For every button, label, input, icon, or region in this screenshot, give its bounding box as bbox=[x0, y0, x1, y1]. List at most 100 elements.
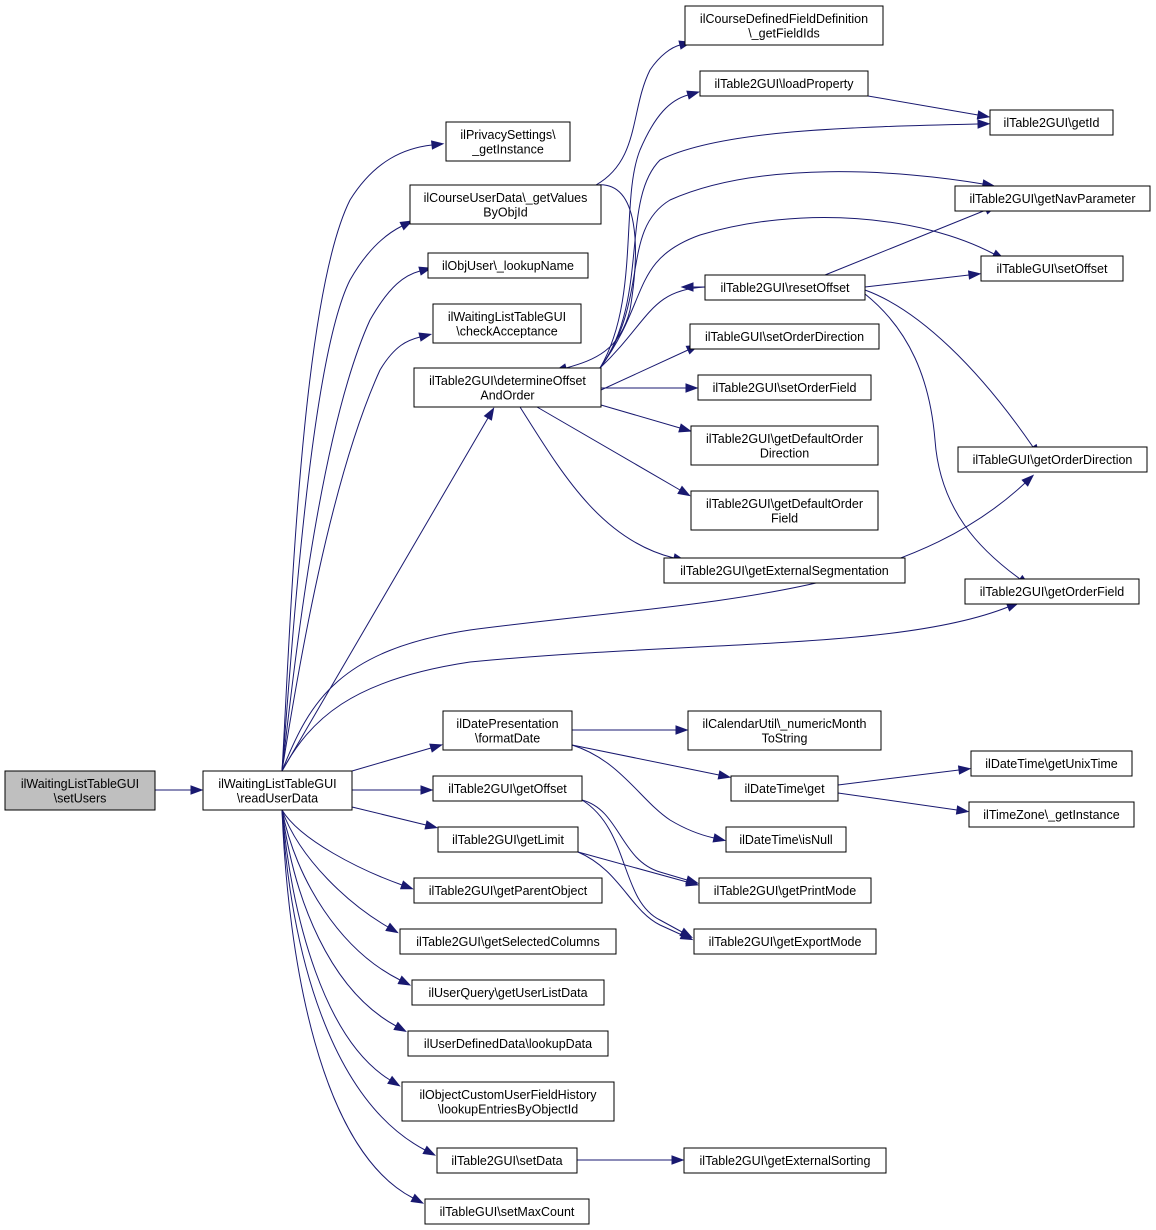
edge-arrowhead bbox=[977, 119, 991, 129]
node-box bbox=[957, 446, 1148, 473]
edge-line bbox=[281, 809, 414, 1199]
node-label-line: \checkAcceptance bbox=[456, 324, 557, 338]
node-label-line: AndOrder bbox=[480, 388, 534, 402]
node-box bbox=[437, 826, 579, 853]
node-box bbox=[683, 1147, 887, 1174]
edge-readUserData-to-getUserListData bbox=[281, 809, 412, 986]
node-label-line: ilWaitingListTableGUI bbox=[448, 310, 566, 324]
node-readUserData[interactable]: ilWaitingListTableGUI\readUserData bbox=[202, 770, 353, 811]
edge-line bbox=[577, 851, 688, 883]
node-box bbox=[4, 770, 156, 811]
node-box bbox=[401, 1081, 615, 1122]
node-label-line: ilDateTime\get bbox=[744, 782, 825, 796]
edge-determineOffset-to-loadProperty bbox=[599, 90, 701, 369]
node-box bbox=[730, 775, 839, 802]
node-setOrderDirection[interactable]: ilTableGUI\setOrderDirection bbox=[689, 323, 880, 350]
edge-formatDate-to-dateTimeGet bbox=[571, 744, 732, 780]
node-getUserListData[interactable]: ilUserQuery\getUserListData bbox=[411, 979, 605, 1006]
edge-arrowhead bbox=[424, 820, 439, 830]
node-setData[interactable]: ilTable2GUI\setData bbox=[436, 1147, 578, 1174]
edge-arrowhead bbox=[680, 282, 694, 292]
edge-determineOffset-to-getExternalSegmentation bbox=[519, 406, 687, 563]
node-label-line: ilTimeZone\_getInstance bbox=[983, 808, 1119, 822]
node-getLimit[interactable]: ilTable2GUI\getLimit bbox=[437, 826, 579, 853]
node-label-line: ilTable2GUI\getOrderField bbox=[980, 585, 1125, 599]
node-getOrderField[interactable]: ilTable2GUI\getOrderField bbox=[964, 578, 1140, 605]
node-box bbox=[725, 826, 847, 853]
node-box bbox=[964, 578, 1140, 605]
edge-loadProperty-to-getId bbox=[867, 95, 991, 120]
node-dateTimeGet[interactable]: ilDateTime\get bbox=[730, 775, 839, 802]
node-setOffset[interactable]: ilTableGUI\setOffset bbox=[980, 255, 1124, 282]
node-box bbox=[436, 1147, 578, 1174]
node-getExternalSorting[interactable]: ilTable2GUI\getExternalSorting bbox=[683, 1147, 887, 1174]
node-getExportMode[interactable]: ilTable2GUI\getExportMode bbox=[693, 928, 877, 955]
node-label-line: ilTable2GUI\getDefaultOrder bbox=[706, 497, 863, 511]
node-label-line: _getInstance bbox=[471, 142, 544, 156]
node-setOrderField[interactable]: ilTable2GUI\setOrderField bbox=[697, 374, 872, 401]
node-box bbox=[432, 775, 583, 802]
node-getNavParameter[interactable]: ilTable2GUI\getNavParameter bbox=[954, 185, 1151, 212]
node-box bbox=[699, 70, 869, 97]
node-box bbox=[968, 801, 1135, 828]
node-box bbox=[442, 710, 573, 751]
edge-resetOffset-to-setOffset bbox=[864, 270, 982, 288]
edge-dateTimeGet-to-getUnixTime bbox=[837, 765, 972, 786]
node-checkAcceptance[interactable]: ilWaitingListTableGUI\checkAcceptance bbox=[432, 303, 582, 344]
node-label-line: ilTable2GUI\getPrintMode bbox=[714, 884, 856, 898]
node-label-line: ToString bbox=[762, 731, 808, 745]
edge-setData-to-getExternalSorting bbox=[577, 1155, 685, 1165]
node-loadProperty[interactable]: ilTable2GUI\loadProperty bbox=[699, 70, 869, 97]
edge-readUserData-to-getOrderDirection bbox=[281, 474, 1035, 772]
node-getOrderDirection[interactable]: ilTableGUI\getOrderDirection bbox=[957, 446, 1148, 473]
node-box bbox=[954, 185, 1151, 212]
node-getUnixTime[interactable]: ilDateTime\getUnixTime bbox=[970, 750, 1133, 777]
node-label-line: ilTableGUI\setOffset bbox=[997, 262, 1108, 276]
edge-arrowhead bbox=[678, 423, 692, 433]
node-box bbox=[704, 274, 866, 301]
node-courseFieldIds[interactable]: ilCourseDefinedFieldDefinition\_getField… bbox=[684, 5, 884, 46]
edge-line bbox=[281, 144, 433, 772]
node-label-line: ilTable2GUI\setData bbox=[451, 1154, 562, 1168]
edge-arrowhead bbox=[410, 1193, 425, 1204]
node-resetOffset[interactable]: ilTable2GUI\resetOffset bbox=[704, 274, 866, 301]
node-label-line: ilTable2GUI\determineOffset bbox=[429, 374, 586, 388]
edge-line bbox=[565, 184, 636, 369]
node-lookupName[interactable]: ilObjUser\_lookupName bbox=[427, 252, 589, 279]
node-label-line: ilTable2GUI\resetOffset bbox=[721, 281, 851, 295]
node-lookupData[interactable]: ilUserDefinedData\lookupData bbox=[407, 1030, 609, 1057]
edge-line bbox=[281, 225, 403, 772]
node-timeZone[interactable]: ilTimeZone\_getInstance bbox=[968, 801, 1135, 828]
edge-line bbox=[281, 270, 421, 772]
node-setUsers[interactable]: ilWaitingListTableGUI\setUsers bbox=[4, 770, 156, 811]
node-label-line: \formatDate bbox=[475, 731, 540, 745]
edge-arrowhead bbox=[397, 975, 412, 986]
node-getExternalSegmentation[interactable]: ilTable2GUI\getExternalSegmentation bbox=[663, 557, 906, 584]
node-getParentObject[interactable]: ilTable2GUI\getParentObject bbox=[413, 877, 603, 904]
node-getOffset[interactable]: ilTable2GUI\getOffset bbox=[432, 775, 583, 802]
edge-line bbox=[864, 293, 1021, 580]
node-setMaxCount[interactable]: ilTableGUI\setMaxCount bbox=[424, 1198, 590, 1225]
node-lookupEntries[interactable]: ilObjectCustomUserFieldHistory\lookupEnt… bbox=[401, 1081, 615, 1122]
edge-formatDate-to-isNull bbox=[571, 744, 727, 843]
edge-line bbox=[864, 289, 1034, 448]
edge-line bbox=[281, 482, 1026, 772]
node-formatDate[interactable]: ilDatePresentation\formatDate bbox=[442, 710, 573, 751]
edge-arrowhead bbox=[1021, 474, 1035, 487]
node-privacy[interactable]: ilPrivacySettings\_getInstance bbox=[445, 121, 571, 162]
node-isNull[interactable]: ilDateTime\isNull bbox=[725, 826, 847, 853]
edge-arrowhead bbox=[957, 765, 972, 775]
node-getSelectedColumns[interactable]: ilTable2GUI\getSelectedColumns bbox=[399, 928, 617, 955]
node-getPrintMode[interactable]: ilTable2GUI\getPrintMode bbox=[698, 877, 872, 904]
node-label-line: ilTable2GUI\getParentObject bbox=[429, 884, 588, 898]
node-label-line: ilTable2GUI\getExternalSegmentation bbox=[680, 564, 889, 578]
node-box bbox=[407, 1030, 609, 1057]
node-getId[interactable]: ilTable2GUI\getId bbox=[989, 109, 1114, 136]
node-label-line: ilTable2GUI\getLimit bbox=[452, 833, 564, 847]
